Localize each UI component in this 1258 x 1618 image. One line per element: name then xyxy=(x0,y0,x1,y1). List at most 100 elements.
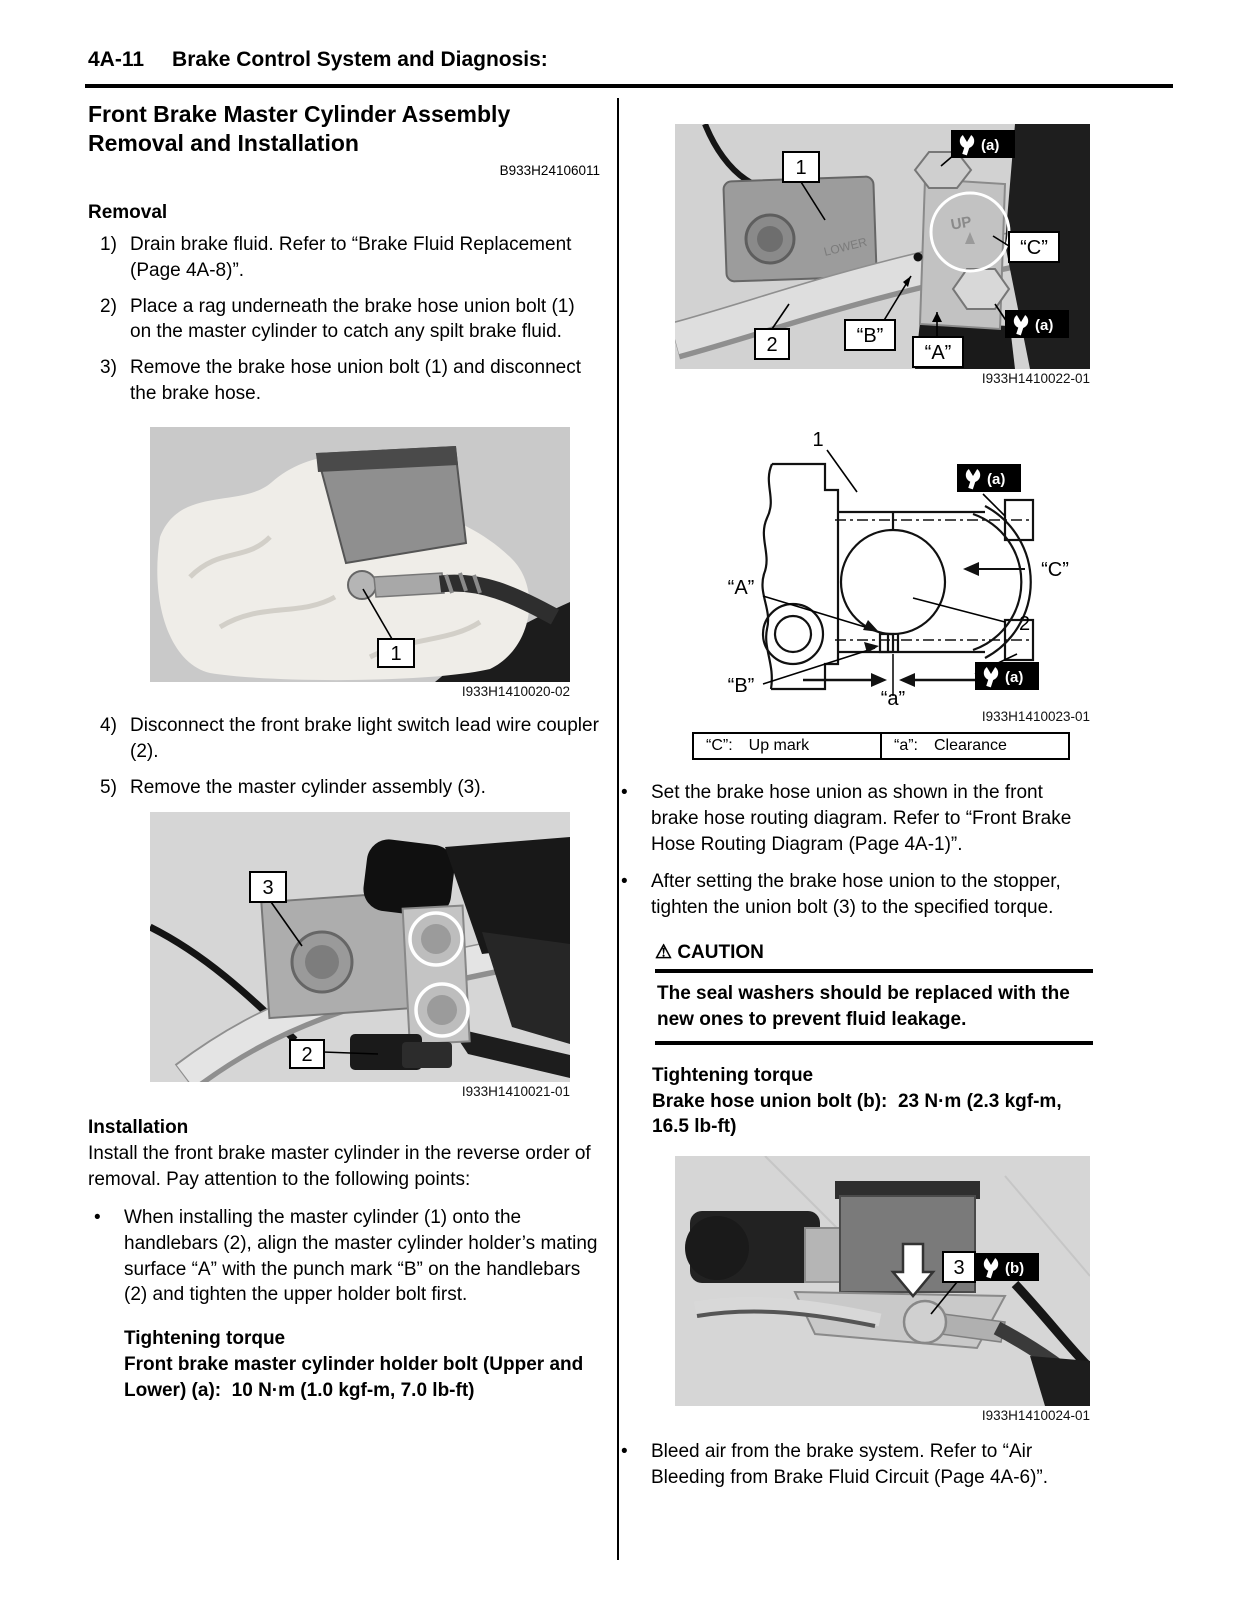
right-column: LOWER UP 1 2 xyxy=(615,110,1093,1503)
leader-line xyxy=(930,1281,958,1315)
lower-holder-bolt xyxy=(951,268,1011,310)
photo-label-box xyxy=(249,871,287,904)
photo-label: “B” xyxy=(857,325,884,347)
photo-label-box xyxy=(377,637,415,668)
b-mark-callout: “B” xyxy=(844,275,912,351)
bolt-center-lines xyxy=(835,519,1033,641)
brake-lever xyxy=(693,1297,882,1327)
bullet-text: When installing the master cylinder (1) … xyxy=(124,1206,598,1306)
step-number: 2) xyxy=(100,295,117,317)
legend-value: Up mark xyxy=(748,737,810,754)
lever-guard xyxy=(482,932,570,1045)
diagram-label: 1 xyxy=(812,429,823,451)
caution-rule-top xyxy=(655,969,1093,974)
rag xyxy=(157,455,530,680)
clearance-dimension xyxy=(803,654,987,696)
step-item: 4) Disconnect the front brake light swit… xyxy=(88,713,600,765)
torque-heading: Tightening torque xyxy=(652,1064,814,1086)
up-mark-arrow xyxy=(965,232,975,244)
doc-title: Front Brake Master Cylinder Assembly Rem… xyxy=(88,101,511,157)
torque-block: Tightening torque Front brake master cyl… xyxy=(124,1326,600,1403)
step-text: Remove the brake hose union bolt (1) and… xyxy=(130,357,581,405)
bullet-marker: • xyxy=(621,871,628,893)
step-text: Drain brake fluid. Refer to “Brake Fluid… xyxy=(130,233,572,281)
figure-master-cylinder-assembly: 3 2 I933H1410021-01 xyxy=(150,812,570,1099)
photo-label: 2 xyxy=(301,1044,312,1066)
caution-heading: ⚠ CAUTION xyxy=(655,941,1093,964)
step-item: 3) Remove the brake hose union bolt (1) … xyxy=(88,355,600,407)
dark-parts xyxy=(1030,1356,1090,1407)
doc-code: B933H24106011 xyxy=(499,162,600,178)
bolt-label-with-wrench: 3 (b) xyxy=(942,1251,1039,1284)
brake-hose xyxy=(438,574,560,625)
figure-union-bolt-photo: 3 (b) I933H1410024-01 xyxy=(675,1156,1090,1423)
bullet-item: • Set the brake hose union as shown in t… xyxy=(615,780,1093,857)
figure-master-cylinder-rag: 1 I933H1410020-02 xyxy=(150,426,570,699)
photo-holder-alignment: LOWER UP 1 2 xyxy=(675,124,1090,369)
step-number: 5) xyxy=(100,776,117,798)
step-text: Remove the master cylinder assembly (3). xyxy=(130,776,486,798)
legend-cell: “a”: Clearance xyxy=(880,734,1068,758)
figure-caption: I933H1410020-02 xyxy=(461,683,570,699)
figure-caption: I933H1410024-01 xyxy=(981,1408,1090,1424)
leader-line xyxy=(800,181,826,221)
wrench-icon: (a) xyxy=(957,464,1021,517)
svg-text:(a): (a) xyxy=(981,137,999,154)
step-item: 1) Drain brake fluid. Refer to “Brake Fl… xyxy=(88,232,600,284)
hose-fitting xyxy=(373,572,445,598)
installation-heading: Installation xyxy=(88,1117,189,1139)
lever-shadow xyxy=(696,1309,876,1329)
photo-label-box xyxy=(289,1039,325,1070)
down-arrow xyxy=(890,1243,936,1299)
photo-master-cylinder-assembly: 3 2 xyxy=(150,812,570,1083)
photo-label-box xyxy=(754,328,790,360)
photo-label: “A” xyxy=(925,342,952,364)
installation-intro: Install the front brake master cylinder … xyxy=(88,1143,591,1191)
sight-glass-inner xyxy=(305,945,339,980)
header-rule xyxy=(85,84,1173,88)
leader-line xyxy=(771,303,790,330)
section-number: 4A-11 xyxy=(88,48,145,71)
lower-holder-bolt xyxy=(427,995,457,1026)
legend-cell: “C”: Up mark xyxy=(694,734,880,758)
bar-end xyxy=(685,1216,749,1281)
punch-mark xyxy=(913,252,923,262)
diagram-label: 2 xyxy=(1019,613,1030,635)
wrench-icon: (a) xyxy=(994,303,1069,338)
leader-line xyxy=(912,597,1006,623)
figure-caption: I933H1410023-01 xyxy=(981,709,1090,724)
sight-glass-inner xyxy=(757,226,783,252)
photo-label: 1 xyxy=(390,643,401,665)
holder-clamp-outline xyxy=(836,498,1035,662)
bullet-item: • Bleed air from the brake system. Refer… xyxy=(615,1439,1093,1491)
rubber-boot xyxy=(363,839,455,917)
legend-key: “C”: xyxy=(706,737,733,754)
step-text: Disconnect the front brake light switch … xyxy=(130,714,599,762)
step-number: 3) xyxy=(100,357,117,379)
svg-text:(b): (b) xyxy=(1005,1260,1024,1277)
svg-text:(a): (a) xyxy=(1035,317,1053,334)
figure-holder-alignment-diagram: 1 (a) “C” 2 “A” xyxy=(675,402,1090,724)
torque-block: Tightening torque Brake hose union bolt … xyxy=(652,1063,1093,1140)
step-item: 2) Place a rag underneath the brake hose… xyxy=(88,294,600,346)
step-item: 5) Remove the master cylinder assembly (… xyxy=(88,775,600,801)
diagram-holder-alignment: 1 (a) “C” 2 “A” xyxy=(675,402,1090,707)
photo-label-box xyxy=(1008,231,1060,263)
leader-line xyxy=(362,588,393,640)
photo-label: 2 xyxy=(766,334,777,356)
up-mark-text: UP xyxy=(949,213,972,233)
master-cylinder-plate xyxy=(722,175,878,283)
bullet-item: • After setting the brake hose union to … xyxy=(615,869,1093,921)
step-text: Place a rag underneath the brake hose un… xyxy=(130,295,575,343)
torque-value: Front brake master cylinder holder bolt … xyxy=(124,1354,589,1401)
a-mark-callout: “A” xyxy=(728,577,879,632)
bullet-text: Set the brake hose union as shown in the… xyxy=(651,782,1072,855)
upper-holder-bolt xyxy=(421,924,451,955)
figure-caption: I933H1410021-01 xyxy=(461,1084,570,1100)
hose-bands xyxy=(444,572,482,594)
leader-line xyxy=(270,901,303,947)
left-column: Front Brake Master Cylinder Assembly Rem… xyxy=(88,100,600,1404)
svg-text:(a): (a) xyxy=(987,471,1005,488)
svg-text:(a): (a) xyxy=(1005,669,1023,686)
